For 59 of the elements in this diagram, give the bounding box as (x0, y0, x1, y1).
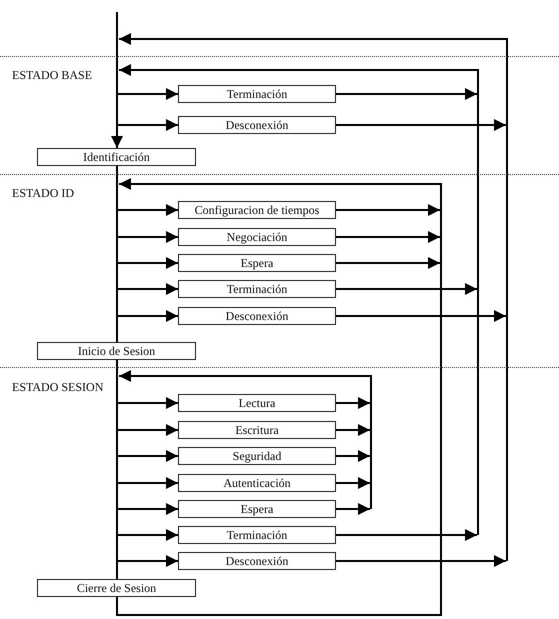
process-box: Autenticación (178, 474, 336, 492)
process-box: Identificación (37, 148, 196, 166)
connector-line (116, 360, 118, 368)
process-box: Desconexión (178, 116, 336, 134)
arrow (118, 88, 178, 100)
arrow (118, 503, 178, 515)
process-box: Terminación (178, 280, 336, 298)
process-box: Terminación (178, 85, 336, 103)
arrow (336, 204, 440, 216)
arrow (118, 477, 178, 489)
process-box: Espera (178, 500, 336, 518)
process-box: Cierre de Sesion (37, 579, 196, 597)
arrow (118, 397, 178, 409)
arrow (336, 88, 477, 100)
arrow (118, 555, 178, 567)
arrow (336, 283, 477, 295)
arrow (119, 178, 442, 263)
arrow (336, 555, 506, 567)
band-heading: ESTADO BASE (12, 68, 92, 82)
arrow (336, 310, 506, 322)
connector-line (116, 166, 118, 175)
arrow (336, 231, 440, 243)
band-heading: ESTADO ID (12, 186, 74, 200)
arrow (119, 33, 508, 561)
arrow (118, 231, 178, 243)
arrow (336, 397, 370, 409)
arrow (118, 204, 178, 216)
connector-line (116, 368, 118, 579)
arrow (118, 529, 178, 541)
arrow (118, 450, 178, 462)
arrow (118, 310, 178, 322)
arrow (336, 450, 370, 462)
arrow (336, 424, 370, 436)
connector-line (116, 175, 118, 342)
arrow (336, 257, 440, 269)
arrow (118, 424, 178, 436)
arrow (336, 503, 370, 515)
arrow (119, 64, 479, 535)
arrow (336, 119, 506, 131)
process-box: Negociación (178, 228, 336, 246)
band-heading: ESTADO SESION (12, 380, 104, 394)
connector-line (116, 263, 442, 616)
process-box: Desconexión (178, 552, 336, 570)
arrow (118, 257, 178, 269)
process-box: Lectura (178, 394, 336, 412)
process-box: Configuracion de tiempos (178, 201, 336, 219)
process-box: Desconexión (178, 307, 336, 325)
arrow (119, 370, 372, 509)
process-box: Inicio de Sesion (37, 342, 196, 360)
process-box: Espera (178, 254, 336, 272)
process-box: Seguridad (178, 447, 336, 465)
arrow (118, 283, 178, 295)
arrow (336, 529, 477, 541)
process-box: Escritura (178, 421, 336, 439)
arrow (118, 119, 178, 131)
arrow (336, 477, 370, 489)
connector-line (116, 12, 118, 57)
arrow (111, 57, 123, 148)
process-box: Terminación (178, 526, 336, 544)
